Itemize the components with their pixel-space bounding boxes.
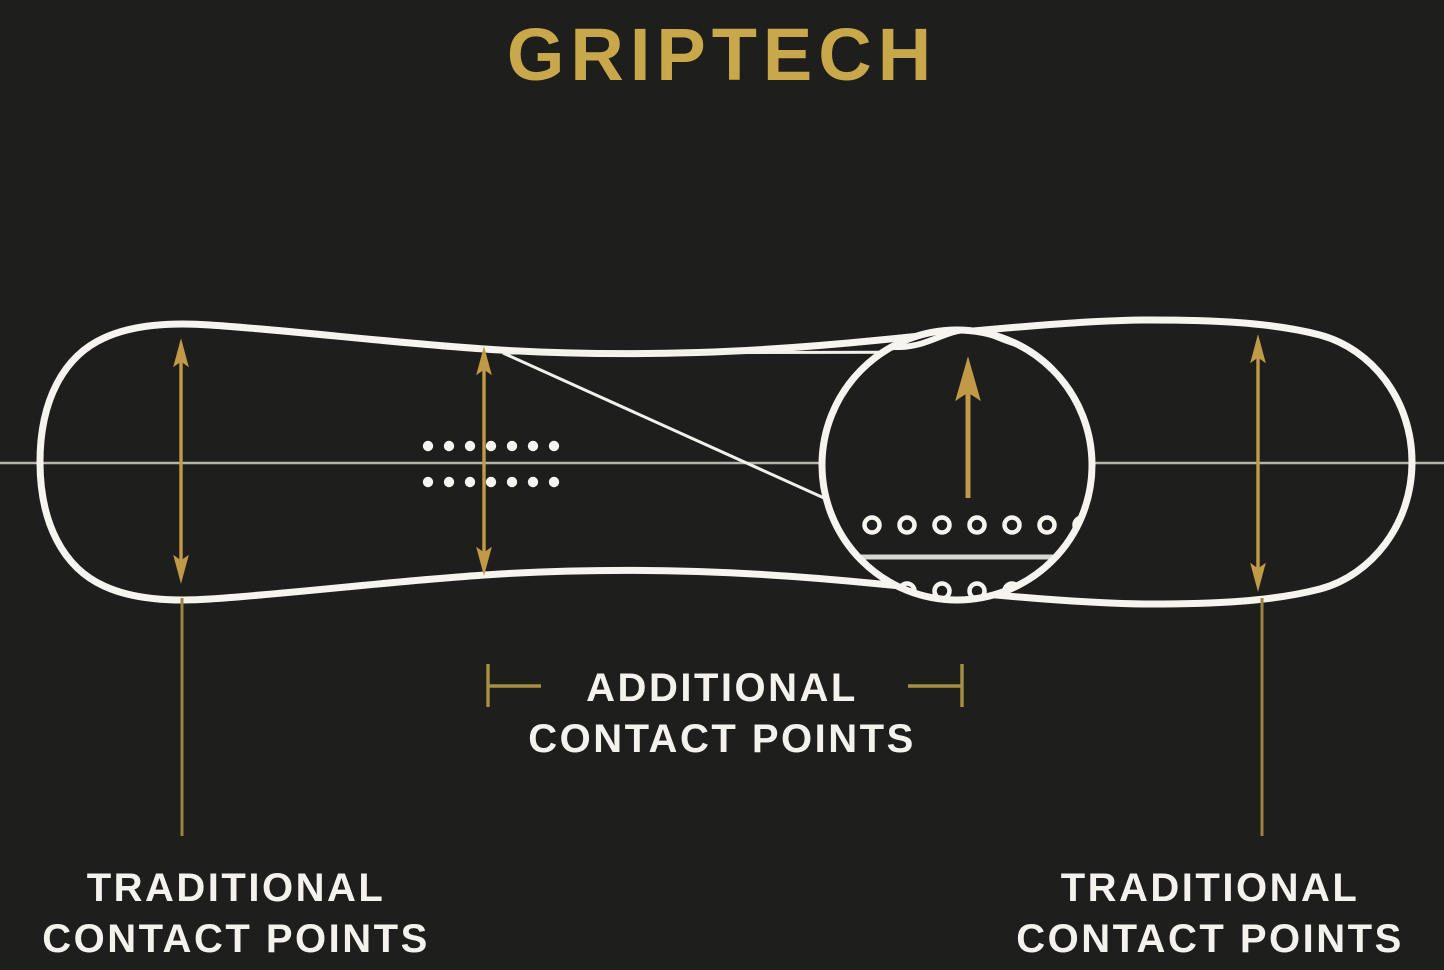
additional-label-line1: ADDITIONAL (586, 666, 858, 710)
additional-bracket-right (908, 664, 964, 707)
additional-bracket-left (486, 664, 541, 707)
nose-width-arrow (173, 338, 189, 584)
board-outline-top (36, 316, 1416, 466)
tail-width-arrow (1250, 334, 1266, 592)
traditional-right-line1: TRADITIONAL (1060, 866, 1360, 910)
traditional-left-line2: CONTACT POINTS (42, 917, 430, 962)
waist-width-arrow (476, 346, 492, 576)
additional-label-line2: CONTACT POINTS (528, 717, 916, 762)
additional-contact-points-label: ADDITIONAL CONTACT POINTS (0, 663, 1444, 765)
page-title: GRIPTECH (506, 13, 938, 96)
traditional-right-line2: CONTACT POINTS (1016, 917, 1404, 962)
board-outline-bottom (36, 458, 1416, 608)
traditional-left-line1: TRADITIONAL (86, 866, 386, 910)
magnified-up-arrow (955, 356, 981, 498)
traditional-contact-points-label-right: TRADITIONAL CONTACT POINTS (960, 863, 1444, 965)
contact-points-bottom-row (422, 476, 560, 488)
magnifier-circle-ring (818, 326, 1096, 604)
traditional-contact-points-label-left: TRADITIONAL CONTACT POINTS (0, 863, 486, 965)
contact-points-top-row (422, 440, 560, 452)
